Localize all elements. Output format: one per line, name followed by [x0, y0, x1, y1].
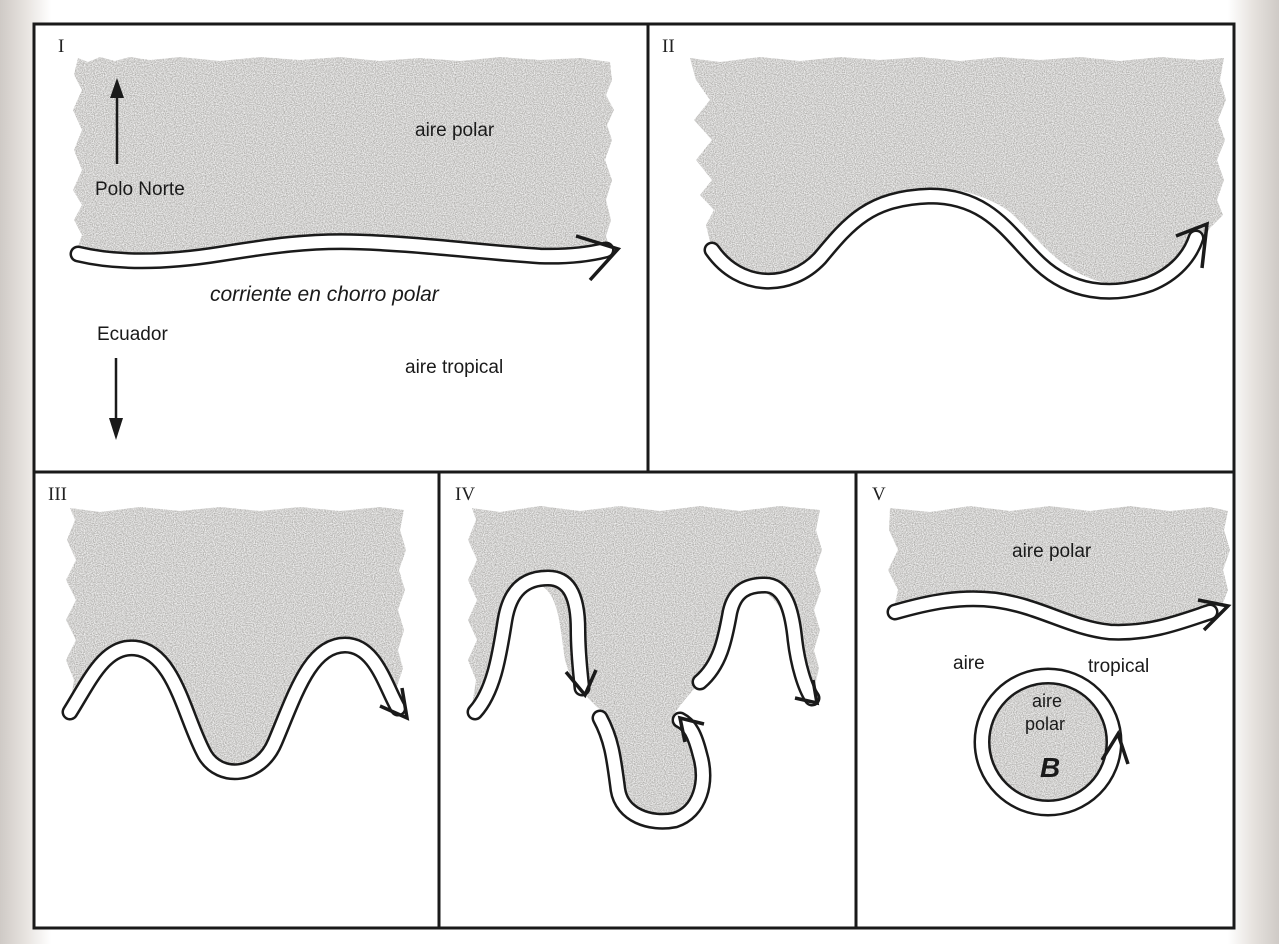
cutoff-polar-label: polar [1025, 714, 1065, 734]
panel-4-numeral: IV [455, 484, 475, 505]
tropical-air-label: aire tropical [405, 357, 503, 378]
panel-1-numeral: I [58, 36, 64, 57]
panel-5-polar-air-label: aire polar [1012, 541, 1092, 562]
panel-5-tropical-label: tropical [1088, 656, 1149, 677]
polar-air-label: aire polar [415, 120, 495, 141]
cutoff-air-label: aire [1032, 691, 1062, 711]
low-pressure-label: B [1040, 752, 1060, 783]
panel-1-polar-air-mass [73, 57, 614, 258]
north-pole-label: Polo Norte [95, 179, 185, 200]
jet-stream-label: corriente en chorro polar [210, 283, 440, 306]
equator-label: Ecuador [97, 324, 168, 345]
panel-2-numeral: II [662, 36, 675, 57]
panel-5-numeral: V [872, 484, 886, 505]
panel-5-air-label: aire [953, 653, 985, 674]
panel-3-numeral: III [48, 484, 67, 505]
